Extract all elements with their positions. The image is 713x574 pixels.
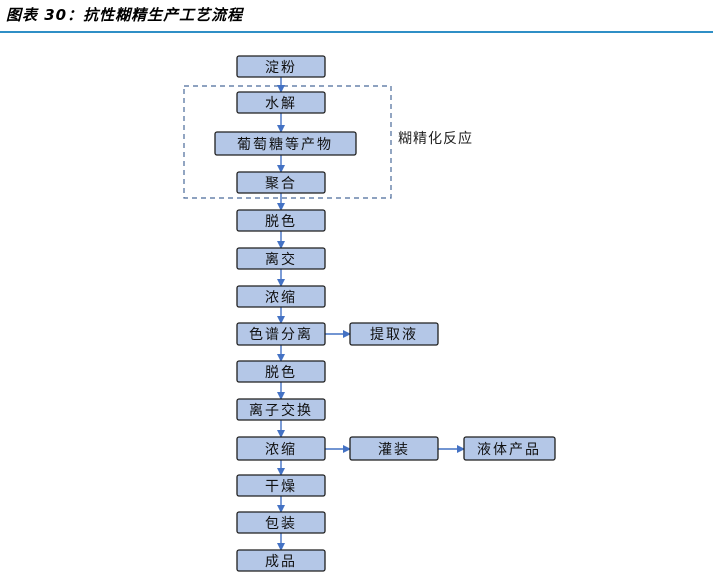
figure-title: 图表 30：抗性糊精生产工艺流程 [6,6,244,24]
svg-text:提取液: 提取液 [370,327,418,343]
node-polymerization: 聚合 [236,171,326,194]
group-label-dextrinization: 糊精化反应 [398,130,473,147]
node-decolorization-1: 脱色 [236,209,326,232]
node-packaging: 包装 [236,511,326,534]
node-drying: 干燥 [236,474,326,497]
svg-text:离子交换: 离子交换 [249,402,313,419]
svg-text:水解: 水解 [265,96,297,112]
node-ion-exchange-short: 离交 [236,247,326,270]
title-underline [0,31,713,33]
node-starch: 淀粉 [236,55,326,78]
svg-text:脱色: 脱色 [265,213,297,230]
node-extract: 提取液 [349,322,439,346]
svg-text:成品: 成品 [265,554,297,570]
node-hydrolysis: 水解 [236,91,326,114]
svg-text:浓缩: 浓缩 [265,290,297,306]
svg-text:干燥: 干燥 [265,479,297,495]
node-concentration-2: 浓缩 [236,436,326,461]
svg-text:离交: 离交 [265,251,297,268]
node-decolorization-2: 脱色 [236,360,326,383]
svg-text:淀粉: 淀粉 [265,60,297,76]
node-liquid-product: 液体产品 [463,436,556,461]
svg-text:包装: 包装 [265,516,297,532]
svg-text:浓缩: 浓缩 [265,442,297,458]
node-chromatographic-separation: 色谱分离 [236,322,326,346]
svg-text:灌装: 灌装 [378,442,410,458]
node-glucose-products: 葡萄糖等产物 [214,131,357,156]
node-ion-exchange: 离子交换 [236,398,326,421]
node-filling: 灌装 [349,436,439,461]
node-finished-product: 成品 [236,549,326,572]
svg-text:聚合: 聚合 [265,176,297,192]
svg-text:液体产品: 液体产品 [477,442,541,458]
flow-edges [277,77,465,551]
dextrinization-group-box [183,85,392,199]
node-concentration-1: 浓缩 [236,285,326,308]
svg-text:脱色: 脱色 [265,364,297,381]
svg-text:色谱分离: 色谱分离 [249,326,313,343]
svg-text:葡萄糖等产物: 葡萄糖等产物 [237,136,333,153]
